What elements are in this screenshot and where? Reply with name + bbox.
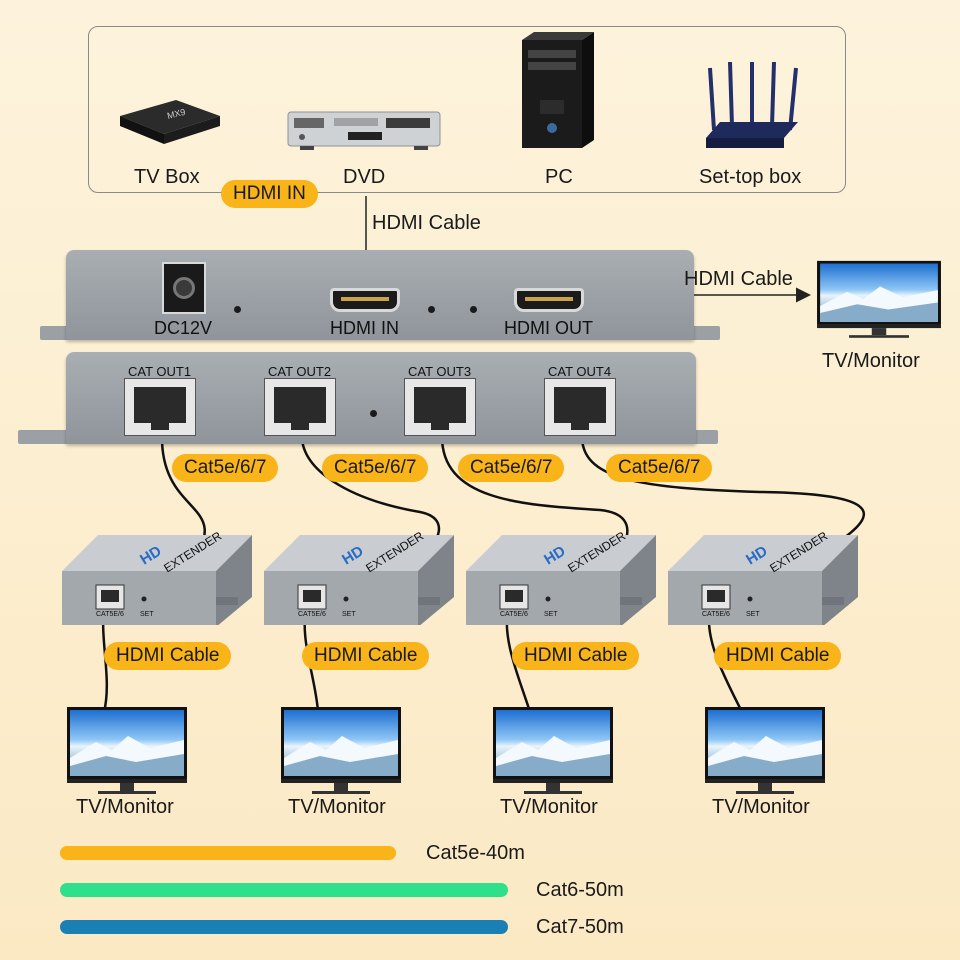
- cat-out2-port[interactable]: [264, 378, 336, 436]
- receiver-cable-tag-4: HDMI Cable: [714, 642, 842, 670]
- input-cable-label: HDMI Cable: [372, 212, 481, 234]
- monitor-icon-2: [280, 706, 402, 801]
- source-label-pc: PC: [545, 166, 573, 188]
- dc-power-jack[interactable]: [162, 262, 206, 314]
- monitor-icon-3: [492, 706, 614, 801]
- source-label-tv-box: TV Box: [134, 166, 200, 188]
- monitor-label-4: TV/Monitor: [712, 796, 810, 818]
- monitor-icon-1: [66, 706, 188, 801]
- dvd-player-icon: [287, 111, 441, 150]
- monitor-label-1: TV/Monitor: [76, 796, 174, 818]
- receiver-unit-3: HD EXTENDER CAT5E/6 SET: [466, 529, 656, 627]
- cat-out4-port[interactable]: [544, 378, 616, 436]
- monitor-icon-4: [704, 706, 826, 801]
- extender-receiver-icon: [466, 535, 656, 627]
- extender-receiver-icon: [62, 535, 252, 627]
- receiver-cable-tag-1: HDMI Cable: [104, 642, 232, 670]
- status-led-2: [470, 306, 477, 313]
- extender-receiver-icon: [668, 535, 858, 627]
- cat-out4-label: CAT OUT4: [548, 364, 612, 379]
- receiver-set-label: SET: [140, 611, 154, 618]
- receiver-port-label: CAT5E/6: [96, 611, 124, 618]
- hdmi-out-port-label: HDMI OUT: [504, 318, 593, 338]
- receiver-unit-1: HD EXTENDER CAT5E/6 SET: [62, 529, 252, 627]
- receiver-cable-tag-3: HDMI Cable: [512, 642, 640, 670]
- legend-bar-cat6: [60, 883, 508, 897]
- monitor-label-2: TV/Monitor: [288, 796, 386, 818]
- receiver-unit-2: HD EXTENDER CAT5E/6 SET: [264, 529, 454, 627]
- hdmi-in-tag: HDMI IN: [221, 180, 318, 208]
- extender-receiver-icon: [264, 535, 454, 627]
- source-label-set-top-box: Set-top box: [699, 166, 802, 188]
- source-devices-box: [88, 26, 846, 193]
- loop-out-monitor-label: TV/Monitor: [822, 350, 920, 372]
- source-label-dvd: DVD: [343, 166, 386, 188]
- receiver-port-label: CAT5E/6: [500, 611, 528, 618]
- receiver-set-label: SET: [342, 611, 356, 618]
- loop-out-cable-label: HDMI Cable: [684, 268, 793, 290]
- cat-out1-port[interactable]: [124, 378, 196, 436]
- cat-cable-tag-3: Cat5e/6/7: [458, 454, 565, 482]
- receiver-cable-tag-2: HDMI Cable: [302, 642, 430, 670]
- cat-cable-tag-4: Cat5e/6/7: [606, 454, 713, 482]
- receiver-port-label: CAT5E/6: [298, 611, 326, 618]
- cat-out2-label: CAT OUT2: [268, 364, 332, 379]
- legend-bar-cat5e: [60, 846, 396, 860]
- rear-led: [370, 410, 377, 417]
- power-led: [234, 306, 241, 313]
- status-led-1: [428, 306, 435, 313]
- cat-cable-tag-2: Cat5e/6/7: [322, 454, 429, 482]
- cat-out1-label: CAT OUT1: [128, 364, 192, 379]
- cat-cable-tag-1: Cat5e/6/7: [172, 454, 279, 482]
- loop-out-monitor-icon: [816, 260, 942, 344]
- hdmi-in-port[interactable]: [330, 288, 400, 312]
- legend-label-cat5e: Cat5e-40m: [426, 842, 525, 864]
- cat-out3-label: CAT OUT3: [408, 364, 472, 379]
- receiver-port-label: CAT5E/6: [702, 611, 730, 618]
- hdmi-in-port-label: HDMI IN: [330, 318, 399, 338]
- tv-box-icon: MX9: [120, 100, 220, 144]
- receiver-unit-4: HD EXTENDER CAT5E/6 SET: [668, 529, 858, 627]
- pc-tower-icon: [522, 32, 594, 148]
- receiver-set-label: SET: [544, 611, 558, 618]
- receiver-set-label: SET: [746, 611, 760, 618]
- cat-out3-port[interactable]: [404, 378, 476, 436]
- monitor-label-3: TV/Monitor: [500, 796, 598, 818]
- legend-label-cat7: Cat7-50m: [536, 916, 624, 938]
- legend-label-cat6: Cat6-50m: [536, 879, 624, 901]
- legend-bar-cat7: [60, 920, 508, 934]
- svg-text:MX9: MX9: [166, 107, 186, 121]
- hdmi-out-port[interactable]: [514, 288, 584, 312]
- router-icon: [706, 61, 798, 148]
- dc-port-label: DC12V: [154, 318, 213, 338]
